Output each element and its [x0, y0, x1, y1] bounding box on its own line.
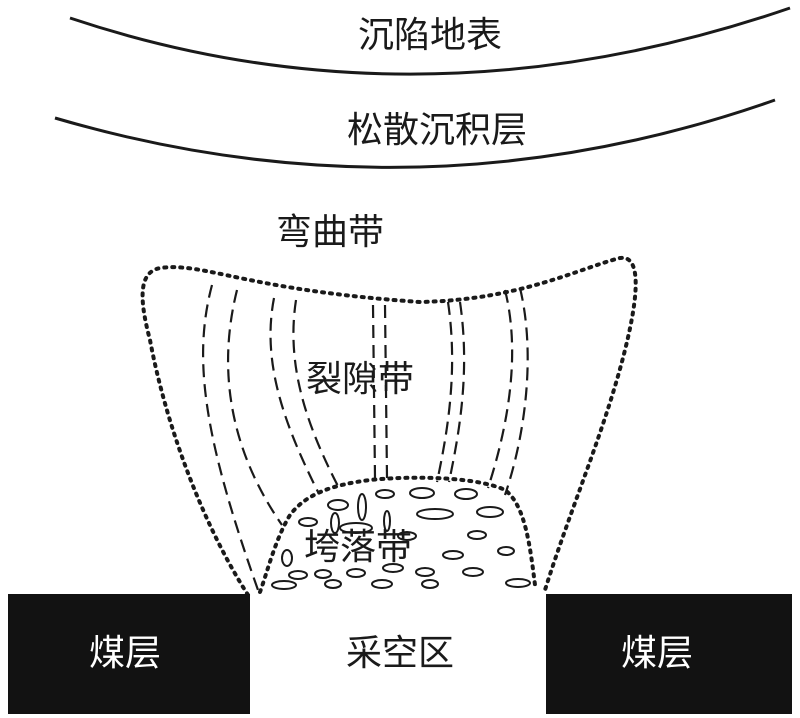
fragment [383, 510, 391, 532]
fragment [330, 512, 340, 534]
fragment [357, 493, 367, 521]
fragment [415, 567, 435, 577]
fragment [375, 489, 395, 499]
fragment [346, 568, 366, 578]
fragment [442, 550, 464, 560]
fragment [476, 506, 504, 518]
fracture-line [227, 289, 283, 526]
caving-zone-label: 垮落带 [303, 527, 413, 568]
fragment [281, 549, 293, 567]
fragment [497, 546, 515, 556]
fragment [454, 488, 478, 500]
fracture-line [202, 284, 260, 591]
caving-zone-outline [258, 475, 537, 594]
fragment [324, 579, 342, 589]
fragment [327, 499, 349, 511]
coal-seam-left-label: 煤层 [88, 633, 162, 674]
fracture-line [292, 299, 341, 491]
fracture-line [269, 297, 319, 493]
fracture-line [435, 301, 454, 483]
fragment [397, 531, 417, 541]
fragment [462, 567, 484, 577]
subsidence-surface-label: 沉陷地表 [357, 15, 503, 56]
goaf-label: 采空区 [345, 633, 455, 674]
coal-seam-right [546, 594, 792, 714]
fragment [382, 563, 404, 573]
fragment [271, 580, 297, 590]
fragment [416, 508, 454, 520]
fracture-zone-label: 裂隙带 [305, 359, 415, 400]
goaf-area [250, 601, 546, 706]
bending-zone-label: 弯曲带 [275, 212, 385, 253]
fragment [314, 569, 332, 579]
coal-seam-right-label: 煤层 [620, 633, 694, 674]
fracture-zone-outline [140, 255, 638, 597]
loose-sediment-layer-line [54, 98, 776, 169]
caving-fragments [271, 487, 531, 590]
fragment [288, 570, 308, 580]
fragment [298, 517, 318, 527]
fracture-line [503, 287, 529, 496]
fragment [409, 487, 435, 499]
loose-sediment-layer-label: 松散沉积层 [346, 110, 528, 151]
fragment [505, 578, 531, 588]
subsidence-surface-line [69, 6, 791, 76]
fragment [371, 579, 393, 589]
fragment [339, 522, 373, 534]
fracture-line [447, 301, 466, 483]
fracture-line [486, 289, 514, 489]
fracture-line [383, 304, 389, 479]
fracture-line [371, 304, 377, 479]
coal-seam-left [8, 594, 250, 714]
fragment [421, 579, 439, 589]
fracture-lines [202, 284, 529, 591]
fragment [467, 530, 487, 540]
